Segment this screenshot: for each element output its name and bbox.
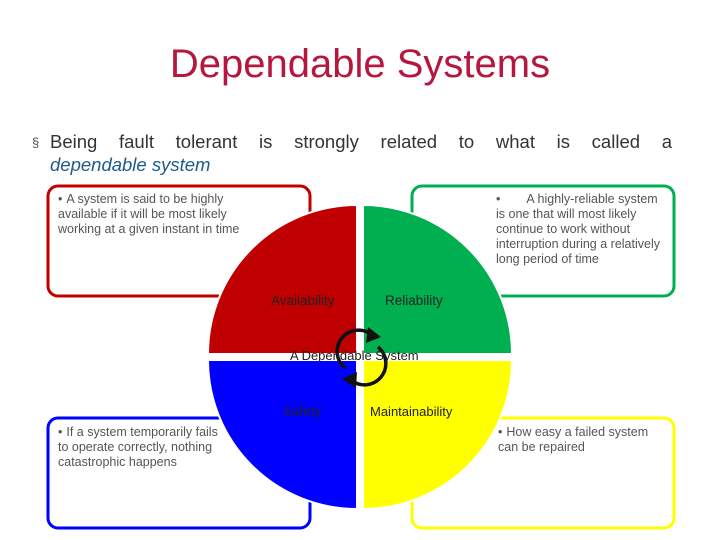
availability-bullet: • [58, 192, 63, 206]
maintainability-quadrant [362, 359, 514, 511]
intro-bullet-emphasis: dependable system [50, 154, 211, 175]
maintainability-text: How easy a failed system can be repaired [498, 425, 649, 454]
cycle-arrow-head-bottom [342, 372, 357, 388]
reliability-description: •A highly-reliable system is one that wi… [496, 192, 670, 267]
bullet-marker: § [32, 135, 40, 150]
cycle-arrows-icon [335, 328, 388, 387]
intro-bullet-text: Being fault tolerant is strongly related… [50, 131, 672, 152]
maintainability-description: •How easy a failed system can be repaire… [498, 425, 670, 455]
reliability-bullet: • [496, 192, 501, 206]
reliability-text: A highly-reliable system is one that wil… [496, 192, 660, 266]
safety-text: If a system temporarily fails to operate… [58, 425, 218, 469]
availability-quadrant [206, 203, 358, 355]
reliability-label: Reliability [385, 293, 443, 308]
maintainability-bullet: • [498, 425, 503, 439]
intro-bullet: § Being fault tolerant is strongly relat… [32, 130, 672, 176]
safety-label: Safety [283, 404, 322, 419]
safety-quadrant [206, 359, 358, 511]
reliability-quadrant [362, 203, 514, 355]
availability-description: •A system is said to be highly available… [58, 192, 258, 237]
safety-description: •If a system temporarily fails to operat… [58, 425, 223, 470]
cycle-arrow-head-top [366, 327, 381, 343]
center-label: A Dependable System [290, 348, 419, 363]
slide-title: Dependable Systems [169, 42, 551, 86]
maintainability-label: Maintainability [370, 404, 453, 419]
availability-text: A system is said to be highly available … [58, 192, 240, 236]
safety-bullet: • [58, 425, 63, 439]
availability-label: Availability [271, 293, 335, 308]
